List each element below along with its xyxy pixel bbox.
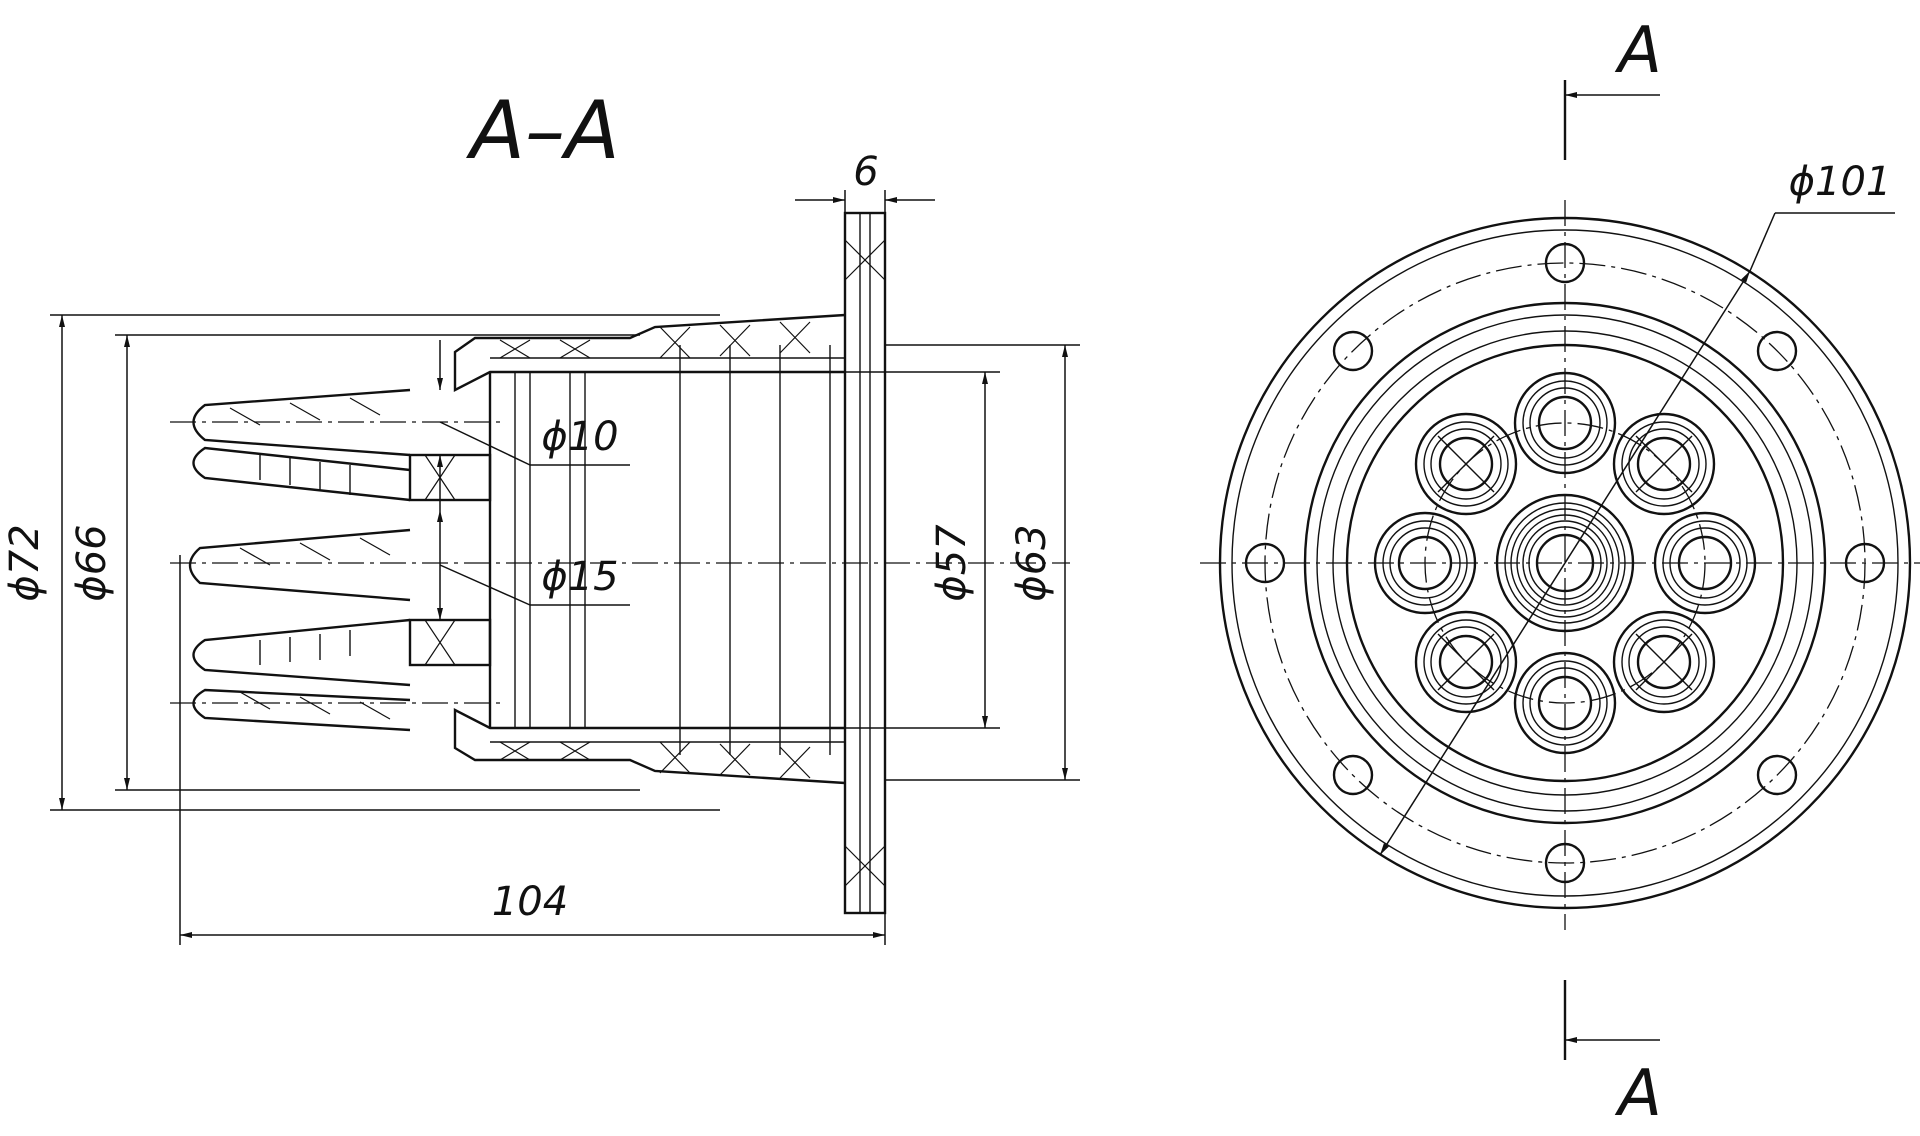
dim-dia-66: ϕ66 xyxy=(69,334,640,791)
dim-flange-thickness: 6 xyxy=(795,149,935,213)
dim-dia-15: ϕ15 xyxy=(437,510,630,620)
bolt-hole xyxy=(1332,330,1374,372)
label-dia-72: ϕ72 xyxy=(2,524,48,601)
body-section xyxy=(453,313,846,785)
flange-outer-edge xyxy=(1218,216,1912,910)
bolt-hole xyxy=(1844,542,1886,584)
dim-dia-63: ϕ63 xyxy=(885,344,1080,781)
label-dia-57: ϕ57 xyxy=(929,524,975,602)
section-view: A–A xyxy=(2,84,1080,945)
section-marker-top: A xyxy=(1563,14,1662,160)
label-section-marker-top: A xyxy=(1614,14,1662,88)
flange-outer-edge-inner xyxy=(1231,229,1899,897)
bolt-circle xyxy=(1264,262,1866,864)
front-view: A A xyxy=(1200,14,1920,1131)
label-flange-thickness: 6 xyxy=(853,149,878,195)
dim-total-length: 104 xyxy=(179,555,886,945)
dim-dia-101: ϕ101 xyxy=(1379,159,1895,856)
label-total-length: 104 xyxy=(492,879,568,925)
section-title: A–A xyxy=(465,84,619,177)
label-dia-63: ϕ63 xyxy=(1009,524,1055,601)
label-dia-10: ϕ10 xyxy=(541,414,618,460)
bolt-hole xyxy=(1332,754,1374,796)
dim-dia-72: ϕ72 xyxy=(2,314,720,811)
bolt-holes xyxy=(1244,242,1886,884)
label-dia-66: ϕ66 xyxy=(69,524,115,601)
nozzles-section xyxy=(188,388,492,732)
label-dia-15: ϕ15 xyxy=(541,554,618,600)
label-section-marker-bottom: A xyxy=(1614,1057,1662,1131)
bolt-hole xyxy=(1756,754,1798,796)
bolt-hole xyxy=(1756,330,1798,372)
dim-dia-10: ϕ10 xyxy=(437,340,630,510)
label-dia-101: ϕ101 xyxy=(1789,159,1892,205)
section-marker-bottom: A xyxy=(1563,980,1662,1131)
dim-dia-57: ϕ57 xyxy=(845,371,1000,729)
bolt-hole xyxy=(1244,542,1286,584)
